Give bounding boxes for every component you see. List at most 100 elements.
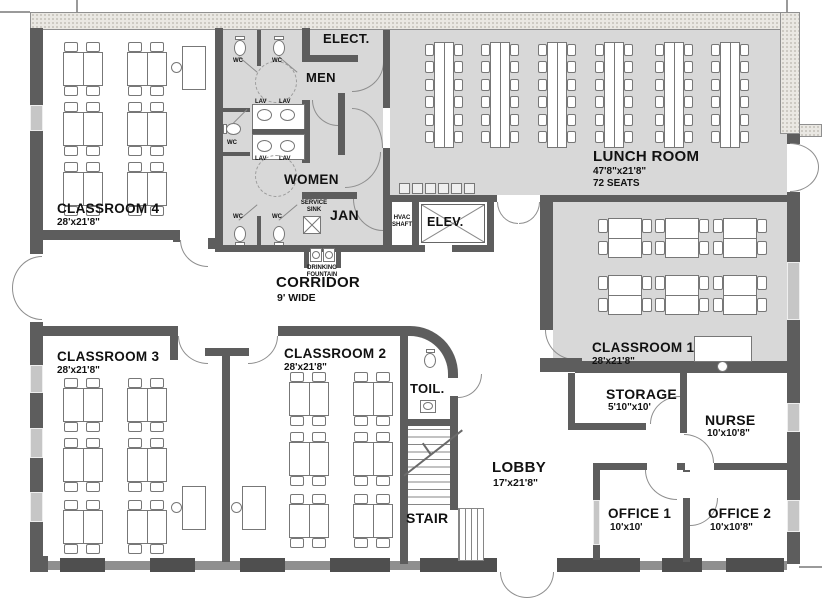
window-left-1 xyxy=(30,105,43,131)
dims-classroom4: 28'x21'8" xyxy=(57,217,100,228)
chair xyxy=(624,113,633,126)
chair xyxy=(354,372,368,382)
chair xyxy=(64,86,78,96)
chair xyxy=(699,241,709,255)
teacher-desk xyxy=(182,486,206,530)
label-elev: ELEV. xyxy=(427,215,464,229)
label-storage: STORAGE xyxy=(606,386,678,402)
window-bottom-1 xyxy=(60,558,105,572)
chair xyxy=(595,131,604,143)
classroom-table xyxy=(127,52,167,86)
chair xyxy=(290,476,304,486)
label-toil: TOIL. xyxy=(410,381,445,396)
chair xyxy=(655,96,664,109)
door-opening-lunch-south xyxy=(497,195,540,202)
classroom-table xyxy=(127,388,167,422)
toilet-toil-tank xyxy=(426,349,435,353)
label-classroom1: CLASSROOM 1 xyxy=(592,340,695,355)
chair xyxy=(64,378,78,388)
chair xyxy=(86,162,100,172)
cubby-4 xyxy=(438,183,449,194)
wall-stair-right xyxy=(450,426,458,510)
chair xyxy=(684,61,693,74)
chair xyxy=(684,96,693,109)
wall-elev-left xyxy=(385,202,392,252)
chair xyxy=(86,378,100,388)
chair xyxy=(510,78,519,91)
chair xyxy=(595,61,604,74)
wall-t-stub xyxy=(205,348,249,356)
chair xyxy=(655,131,664,143)
classroom-table xyxy=(63,448,103,482)
chair xyxy=(86,544,100,554)
toilet-middle-tank xyxy=(223,124,227,134)
door-opening-office2 xyxy=(683,472,690,498)
chair xyxy=(150,42,164,52)
chair xyxy=(64,422,78,432)
chair xyxy=(595,44,604,56)
chair xyxy=(86,482,100,492)
chair xyxy=(655,113,664,126)
chair xyxy=(655,78,664,91)
label-office1: OFFICE 1 xyxy=(608,506,672,521)
dims-classroom2: 28'x21'8" xyxy=(284,362,327,373)
label-classroom2: CLASSROOM 2 xyxy=(284,346,387,361)
chair xyxy=(454,96,463,109)
lav-men-1 xyxy=(257,109,272,121)
chair xyxy=(642,219,652,233)
stair-lower-flight xyxy=(458,508,484,561)
wall-classroom4-jamb xyxy=(173,230,180,242)
sink-toil-bowl xyxy=(423,402,433,410)
chair xyxy=(454,131,463,143)
classroom-table xyxy=(127,112,167,146)
chair xyxy=(624,44,633,56)
chair xyxy=(128,86,142,96)
lunch-table xyxy=(434,42,454,148)
window-right-nurse xyxy=(787,403,800,432)
label-service-sink: SERVICE SINK xyxy=(300,200,328,213)
chair xyxy=(624,131,633,143)
label-wc-women-1: WC xyxy=(233,214,243,220)
chair xyxy=(150,146,164,156)
wall-elev-bottom-left xyxy=(385,245,425,252)
chair xyxy=(64,544,78,554)
lav-counter-women xyxy=(252,134,305,160)
classroom-table xyxy=(353,382,393,416)
chair xyxy=(290,538,304,548)
chair xyxy=(290,494,304,504)
dims-storage: 5'10"x10' xyxy=(608,402,651,413)
drinking-line1: DRINKING xyxy=(307,265,337,271)
classroom-table xyxy=(289,504,329,538)
dims-corridor: 9' WIDE xyxy=(277,292,316,304)
wall-stair-left xyxy=(400,426,408,564)
lunch-table xyxy=(490,42,510,148)
classroom-table xyxy=(63,52,103,86)
chair xyxy=(684,131,693,143)
classroom-table xyxy=(63,510,103,544)
chair xyxy=(757,298,767,312)
chair xyxy=(740,131,749,143)
chair xyxy=(128,544,142,554)
teacher-desk xyxy=(694,336,752,362)
chair xyxy=(595,96,604,109)
chair xyxy=(150,500,164,510)
chair xyxy=(312,476,326,486)
chair xyxy=(684,113,693,126)
toilet-women-1 xyxy=(234,226,246,242)
wall-storage-bottom xyxy=(568,423,646,430)
chair xyxy=(425,61,434,74)
chair xyxy=(354,432,368,442)
chair xyxy=(86,422,100,432)
chair xyxy=(711,44,720,56)
chair xyxy=(699,276,709,290)
wall-jan-top xyxy=(302,192,357,199)
chair xyxy=(481,78,490,91)
site-line-top-tick2 xyxy=(786,0,788,12)
chair xyxy=(150,544,164,554)
label-lav-women-2: LAV xyxy=(279,156,291,162)
chair xyxy=(510,131,519,143)
classroom-table xyxy=(63,388,103,422)
chair xyxy=(567,61,576,74)
